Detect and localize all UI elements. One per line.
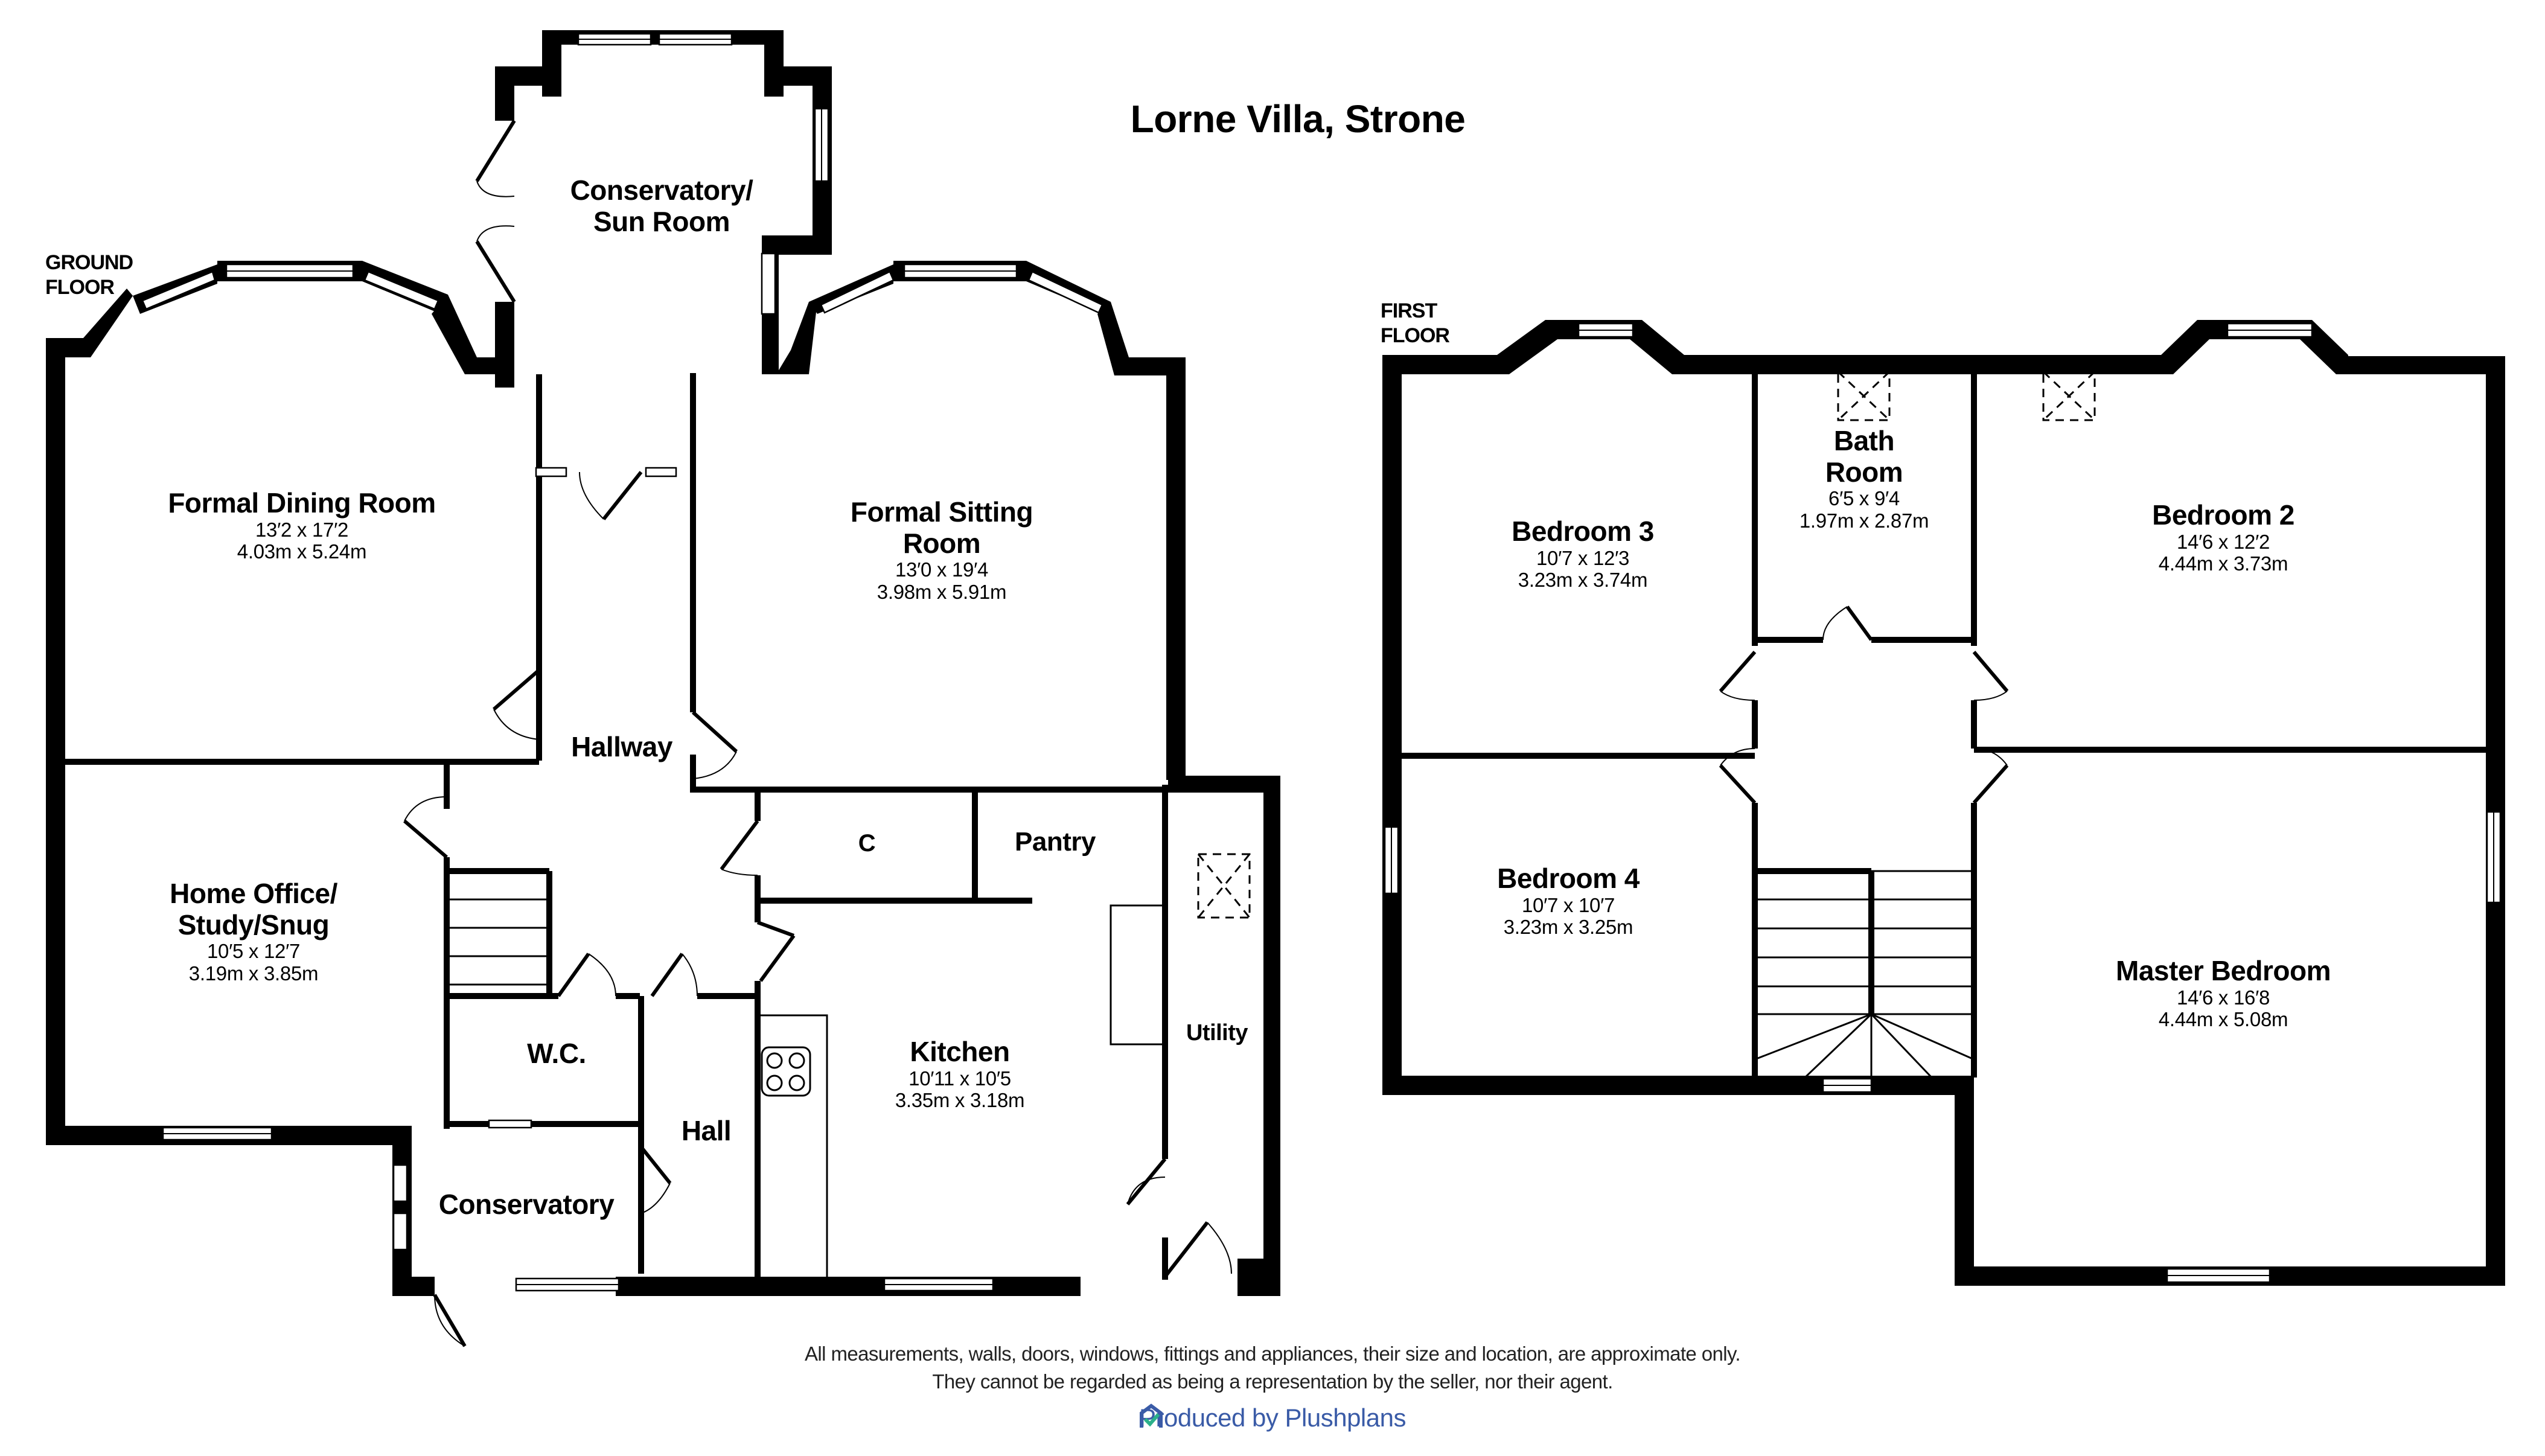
house-check-icon [1140, 1403, 1163, 1428]
room-name: Room [902, 527, 981, 559]
disclaimer-line-2: They cannot be regarded as being a repre… [932, 1370, 1613, 1393]
room-name: W.C. [527, 1038, 586, 1069]
room-imperial-size: 6′5 x 9′4 [1828, 487, 1900, 510]
room-name: Kitchen [910, 1036, 1010, 1067]
first-floor-stairs [1754, 868, 1975, 1079]
room-imperial-size: 13′0 x 19′4 [895, 558, 989, 581]
room-name: Home Office/ [170, 878, 337, 909]
room-name: C [858, 830, 876, 857]
room-imperial-size: 14′6 x 12′2 [2176, 530, 2270, 553]
first-floor-outer-walls [1382, 320, 2505, 1286]
sitting-room-walls [690, 261, 1186, 793]
first-floor-label-line2: FLOOR [1381, 324, 1450, 347]
room-cupboard: C [858, 830, 876, 857]
room-pantry: Pantry [1015, 827, 1096, 857]
room-imperial-size: 13′2 x 17′2 [255, 518, 349, 541]
first-floor-inner-walls [1402, 374, 2487, 1078]
room-metric-size: 3.19m x 3.85m [188, 962, 319, 985]
room-home-office: Home Office/ Study/Snug 10′5 x 12′7 3.19… [170, 878, 337, 985]
room-name: Bath [1833, 425, 1895, 456]
room-name: Utility [1186, 1020, 1248, 1046]
room-name: Bedroom 2 [2152, 499, 2294, 531]
room-metric-size: 3.23m x 3.25m [1503, 916, 1633, 939]
disclaimer-line-1: All measurements, walls, doors, windows,… [805, 1343, 1741, 1365]
first-floor-label: FIRST FLOOR [1381, 299, 1450, 348]
room-imperial-size: 10′5 x 12′7 [206, 940, 301, 963]
room-name: Hall [681, 1115, 732, 1146]
room-formal-sitting-room: Formal Sitting Room 13′0 x 19′4 3.98m x … [850, 496, 1033, 604]
room-imperial-size: 10′7 x 12′3 [1536, 546, 1630, 569]
room-conservatory-sun-room: Conservatory/ Sun Room [570, 174, 753, 237]
room-imperial-size: 10′7 x 10′7 [1521, 893, 1615, 916]
room-imperial-size: 14′6 x 16′8 [2176, 986, 2270, 1009]
room-name: Formal Dining Room [168, 487, 436, 519]
dining-room-walls [46, 261, 567, 1145]
room-wc: W.C. [527, 1038, 586, 1070]
ground-stairs [447, 868, 552, 996]
hob-icon [761, 1046, 811, 1097]
room-name: Pantry [1015, 827, 1096, 857]
room-metric-size: 1.97m x 2.87m [1799, 509, 1929, 532]
room-metric-size: 3.35m x 3.18m [895, 1089, 1025, 1112]
produced-by-credit: Produced by Plushplans [1139, 1403, 1406, 1432]
room-metric-size: 3.98m x 5.91m [877, 580, 1007, 603]
skylights [1837, 371, 2096, 421]
room-name: Bedroom 3 [1512, 516, 1654, 547]
property-title: Lorne Villa, Strone [1130, 97, 1466, 141]
room-metric-size: 4.03m x 5.24m [237, 540, 367, 563]
room-formal-dining-room: Formal Dining Room 13′2 x 17′2 4.03m x 5… [168, 487, 436, 563]
room-name: Hallway [571, 731, 672, 762]
room-name: Formal Sitting [850, 496, 1033, 528]
ground-floor-label: GROUND FLOOR [45, 251, 133, 300]
room-imperial-size: 10′11 x 10′5 [908, 1067, 1011, 1090]
room-hallway: Hallway [571, 731, 672, 763]
room-name: Room [1825, 456, 1903, 488]
room-master-bedroom: Master Bedroom 14′6 x 16′8 4.44m x 5.08m [2116, 955, 2331, 1031]
ground-floor-label-line2: FLOOR [45, 275, 115, 299]
room-metric-size: 3.23m x 3.74m [1518, 569, 1648, 592]
room-name: Conservatory [438, 1189, 615, 1220]
hallway-doors [579, 467, 677, 520]
first-floor-plan [1382, 320, 2505, 1286]
ground-floor-label-line1: GROUND [45, 251, 133, 274]
room-utility: Utility [1186, 1020, 1248, 1046]
ground-floor-plan [46, 30, 1280, 1347]
room-name: Study/Snug [177, 908, 330, 940]
wc-hall-walls [392, 953, 1081, 1347]
kitchen-walls [720, 776, 1280, 1296]
room-hall: Hall [681, 1115, 732, 1147]
disclaimer: All measurements, walls, doors, windows,… [805, 1340, 1741, 1396]
first-floor-label-line1: FIRST [1381, 299, 1437, 322]
produced-by-text: Produced by Plushplans [1139, 1403, 1406, 1432]
room-metric-size: 4.44m x 3.73m [2158, 552, 2288, 575]
room-conservatory: Conservatory [439, 1189, 615, 1221]
room-name: Sun Room [593, 205, 730, 237]
room-bedroom-3: Bedroom 3 10′7 x 12′3 3.23m x 3.74m [1512, 516, 1654, 592]
room-name: Master Bedroom [2116, 955, 2331, 986]
room-metric-size: 4.44m x 5.08m [2158, 1008, 2288, 1031]
room-kitchen: Kitchen 10′11 x 10′5 3.35m x 3.18m [895, 1036, 1025, 1112]
room-bedroom-2: Bedroom 2 14′6 x 12′2 4.44m x 3.73m [2152, 499, 2294, 575]
room-bath-room: Bath Room 6′5 x 9′4 1.97m x 2.87m [1799, 425, 1929, 532]
room-name: Conservatory/ [570, 174, 753, 206]
room-name: Bedroom 4 [1497, 863, 1640, 894]
room-bedroom-4: Bedroom 4 10′7 x 10′7 3.23m x 3.25m [1497, 863, 1640, 939]
